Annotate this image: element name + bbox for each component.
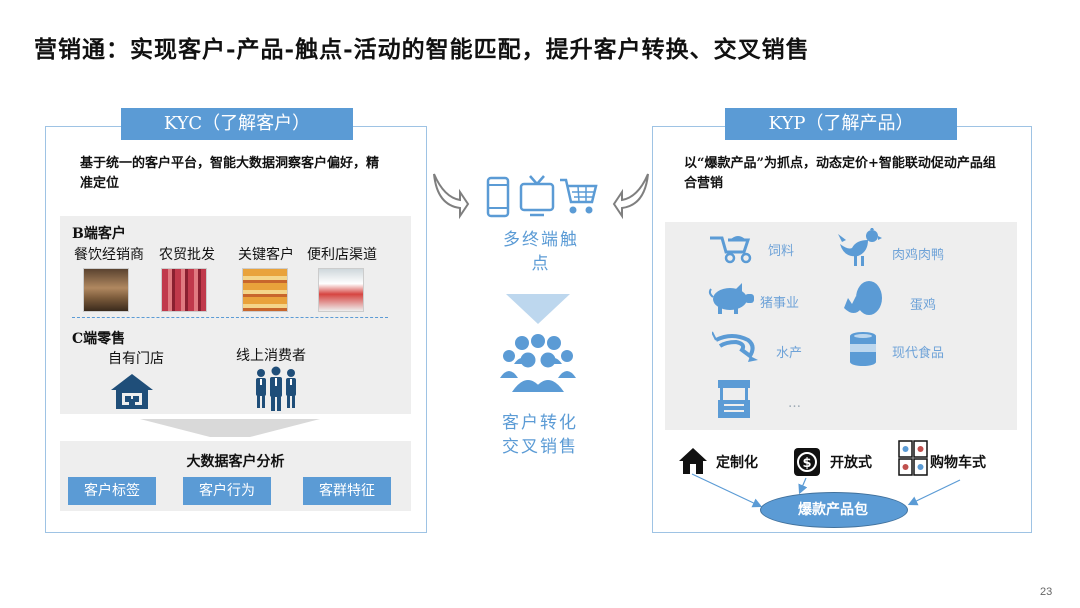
- customer-group-icon: [500, 334, 576, 394]
- b-item-convenience: 便利店渠道: [307, 244, 377, 264]
- cross-selling-label: 交叉销售: [490, 432, 590, 457]
- category-feed: 饲料: [768, 240, 794, 259]
- hot-product-package-label: 爆款产品包: [760, 499, 906, 519]
- segment-divider: [72, 317, 388, 318]
- category-pig: 猪事业: [760, 292, 799, 311]
- catering-photo: [83, 268, 129, 312]
- mode-customized: 定制化: [716, 452, 758, 472]
- category-layer-hen: 蛋鸡: [910, 294, 936, 313]
- right-curved-arrow: [612, 170, 652, 220]
- category-more: …: [788, 396, 801, 411]
- egg-icon: [842, 278, 884, 318]
- customer-tags-button[interactable]: 客户标签: [68, 477, 156, 505]
- category-broiler-duck: 肉鸡肉鸭: [892, 244, 944, 263]
- kyc-tab: KYC（了解客户）: [121, 108, 353, 140]
- consumers-icon: [252, 366, 300, 412]
- svg-text:$: $: [802, 456, 811, 471]
- chicken-icon: [838, 228, 882, 270]
- c-retail-header: C端零售: [72, 328, 125, 348]
- touchpoint-label: 多终端触点: [496, 228, 586, 276]
- c-item-own-store: 自有门店: [108, 348, 164, 368]
- canned-food-icon: [848, 330, 878, 368]
- analysis-funnel-arrow: [140, 419, 320, 437]
- page-number: 23: [1040, 586, 1052, 598]
- phone-icon: [486, 176, 510, 218]
- page-title: 营销通：实现客户-产品-触点-活动的智能匹配，提升客户转换、交叉销售: [34, 30, 810, 64]
- b-item-key-account: 关键客户: [238, 244, 294, 264]
- category-modern-food: 现代食品: [892, 342, 944, 361]
- mode-shopping-cart: 购物车式: [930, 452, 986, 472]
- left-curved-arrow: [430, 170, 470, 220]
- b-customer-header: B端客户: [72, 223, 126, 243]
- b-item-catering: 餐饮经销商: [74, 244, 144, 264]
- shrimp-icon: [712, 330, 760, 364]
- tv-icon: [518, 174, 556, 218]
- conversion-label: 客户转化: [490, 408, 590, 433]
- c-item-online-consumer: 线上消费者: [236, 345, 306, 365]
- group-features-button[interactable]: 客群特征: [303, 477, 391, 505]
- key-account-photo: [242, 268, 288, 312]
- analysis-title: 大数据客户分析: [60, 451, 411, 471]
- kyp-description: 以“爆款产品”为抓点，动态定价+智能联动促动产品组合营销: [684, 154, 1000, 194]
- kyc-description: 基于统一的客户平台，智能大数据洞察客户偏好，精准定位: [80, 154, 390, 194]
- down-arrow: [506, 294, 570, 324]
- category-aquaculture: 水产: [776, 342, 802, 361]
- convenience-store-photo: [318, 268, 364, 312]
- pig-icon: [708, 283, 756, 315]
- feed-icon: [708, 232, 754, 264]
- customer-behavior-button[interactable]: 客户行为: [183, 477, 271, 505]
- cart-icon: [558, 176, 598, 216]
- store-icon: [108, 371, 156, 411]
- market-stall-icon: [716, 380, 752, 418]
- mode-open: 开放式: [830, 452, 872, 472]
- kyp-tab: KYP（了解产品）: [725, 108, 957, 140]
- b-item-wholesale: 农贸批发: [159, 244, 215, 264]
- wholesale-photo: [161, 268, 207, 312]
